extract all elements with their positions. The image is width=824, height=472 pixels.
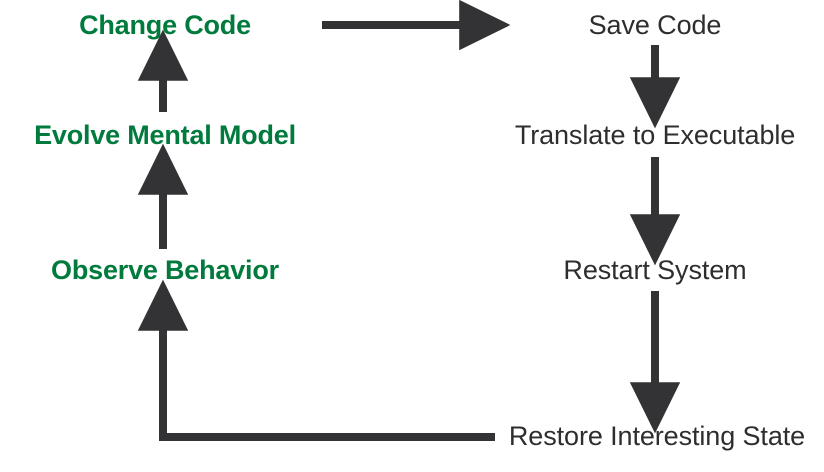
node-translate-to-executable: Translate to Executable xyxy=(514,120,796,150)
node-observe-behavior: Observe Behavior xyxy=(51,255,279,285)
node-save-code: Save Code xyxy=(588,10,722,40)
node-restore-interesting-state: Restore Interesting State xyxy=(508,421,806,451)
node-evolve-mental-model: Evolve Mental Model xyxy=(34,120,296,150)
node-change-code: Change Code xyxy=(79,10,251,40)
edge-restore-state-to-observe-behavior xyxy=(137,279,495,441)
node-restart-system: Restart System xyxy=(563,255,747,285)
